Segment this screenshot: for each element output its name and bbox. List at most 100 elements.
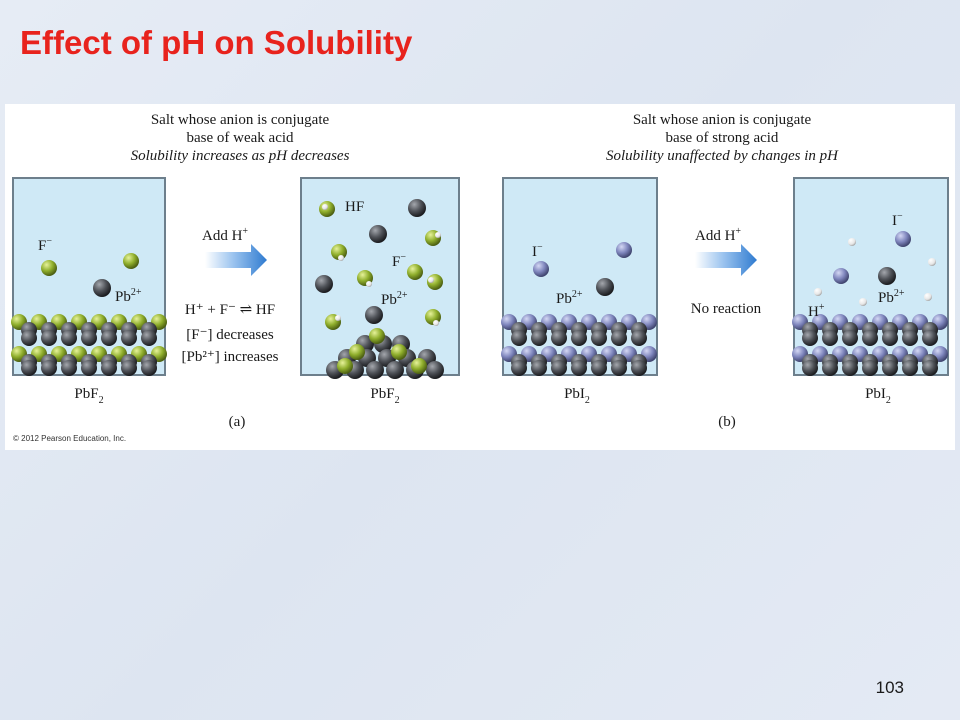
fluoride-ion xyxy=(391,344,407,360)
iodide-ion xyxy=(616,242,632,258)
panel-a-heading-line2: base of weak acid xyxy=(186,130,294,146)
lead-ion xyxy=(882,360,898,376)
panel-a-heading-line3: Solubility increases as pH decreases xyxy=(131,148,350,164)
hydrogen-ion xyxy=(335,315,341,321)
lead-ion xyxy=(366,361,384,379)
lead-ion xyxy=(802,360,818,376)
lead-ion xyxy=(631,360,647,376)
fluoride-ion xyxy=(337,358,353,374)
pbi2-solid-lattice xyxy=(792,314,948,376)
beaker-b-left xyxy=(502,177,658,376)
lead-ion xyxy=(842,330,858,346)
add-h-plus-label: Add H+ xyxy=(695,226,741,244)
lead-ion xyxy=(551,330,567,346)
fluoride-ion xyxy=(407,264,423,280)
iodide-ion xyxy=(833,268,849,284)
hydrogen-ion xyxy=(435,232,441,238)
lead-ion xyxy=(386,361,404,379)
fluoride-ion-label: F− xyxy=(38,236,52,254)
panel-b-caption: (b) xyxy=(718,414,736,430)
pbi2-solid-lattice xyxy=(501,314,657,376)
lead-ion-label: Pb2+ xyxy=(878,288,905,306)
hydrogen-ion-label: H+ xyxy=(808,302,825,320)
no-reaction-note: No reaction xyxy=(691,301,762,317)
lead-ion-label: Pb2+ xyxy=(115,287,142,305)
lead-ion xyxy=(922,360,938,376)
lead-ion xyxy=(315,275,333,293)
lead-ion xyxy=(511,360,527,376)
lead-ion xyxy=(596,278,614,296)
fluoride-decreases-note: [F⁻] decreases xyxy=(186,327,274,343)
lead-increases-note: [Pb²⁺] increases xyxy=(182,349,279,365)
lead-ion xyxy=(41,330,57,346)
lead-ion xyxy=(41,360,57,376)
hydrogen-ion xyxy=(848,238,856,246)
lead-ion xyxy=(878,267,896,285)
iodide-ion xyxy=(895,231,911,247)
hydrogen-ion xyxy=(859,298,867,306)
lead-ion xyxy=(611,360,627,376)
hydrogen-ion xyxy=(814,288,822,296)
lead-ion xyxy=(551,360,567,376)
pbf2-label: PbF2 xyxy=(370,386,399,406)
lead-ion xyxy=(902,330,918,346)
lead-ion xyxy=(408,199,426,217)
pbi2-label: PbI2 xyxy=(865,386,891,406)
lead-ion xyxy=(571,330,587,346)
lead-ion xyxy=(21,330,37,346)
fluoride-ion xyxy=(349,344,365,360)
fluoride-ion xyxy=(411,358,427,374)
reaction-arrow xyxy=(695,244,757,276)
hydrogen-ion xyxy=(924,293,932,301)
lead-ion xyxy=(426,361,444,379)
lead-ion xyxy=(591,330,607,346)
lead-ion-label: Pb2+ xyxy=(556,289,583,307)
hf-equilibrium-equation: H⁺ + F⁻ ⇌ HF xyxy=(185,302,275,318)
pbf2-label: PbF2 xyxy=(74,386,103,406)
panel-a-caption: (a) xyxy=(229,414,246,430)
panel-b-heading-line2: base of strong acid xyxy=(666,130,779,146)
reaction-arrow xyxy=(205,244,267,276)
page-number: 103 xyxy=(875,678,904,697)
lead-ion xyxy=(531,330,547,346)
hydrogen-ion xyxy=(338,255,344,261)
lead-ion xyxy=(101,330,117,346)
fluoride-ion xyxy=(41,260,57,276)
figure-drawing: Salt whose anion is conjugate base of we… xyxy=(11,112,949,443)
lead-ion xyxy=(365,306,383,324)
slide-title: Effect of pH on Solubility xyxy=(20,24,413,61)
iodide-ion xyxy=(533,261,549,277)
pbi2-label: PbI2 xyxy=(564,386,590,406)
lead-ion xyxy=(141,330,157,346)
dissolved-ions xyxy=(41,199,936,330)
hydrogen-ion xyxy=(928,258,936,266)
lead-ion xyxy=(61,330,77,346)
lead-ion xyxy=(121,330,137,346)
lead-ion xyxy=(511,330,527,346)
lead-ion xyxy=(61,360,77,376)
add-h-plus-label: Add H+ xyxy=(202,226,248,244)
lead-ion xyxy=(822,330,838,346)
lead-ion xyxy=(882,330,898,346)
lead-ion-label: Pb2+ xyxy=(381,290,408,308)
lead-ion xyxy=(121,360,137,376)
hf-molecule-label: HF xyxy=(345,199,364,215)
hydrogen-ion xyxy=(433,320,439,326)
lead-ion xyxy=(101,360,117,376)
iodide-ion-label: I− xyxy=(532,242,543,260)
lead-ion xyxy=(862,360,878,376)
lead-ion xyxy=(631,330,647,346)
hydrogen-ion xyxy=(322,204,328,210)
fluoride-ion xyxy=(123,253,139,269)
panel-b-heading-line1: Salt whose anion is conjugate xyxy=(633,112,812,128)
hydrogen-ion xyxy=(428,277,434,283)
lead-ion xyxy=(571,360,587,376)
copyright-notice: © 2012 Pearson Education, Inc. xyxy=(13,434,126,443)
lead-ion xyxy=(902,360,918,376)
lead-ion xyxy=(922,330,938,346)
lead-ion xyxy=(591,360,607,376)
fluoride-ion xyxy=(369,328,385,344)
lead-ion xyxy=(611,330,627,346)
fluoride-ion-label: F− xyxy=(392,252,406,270)
panel-b-heading-line3: Solubility unaffected by changes in pH xyxy=(606,148,839,164)
